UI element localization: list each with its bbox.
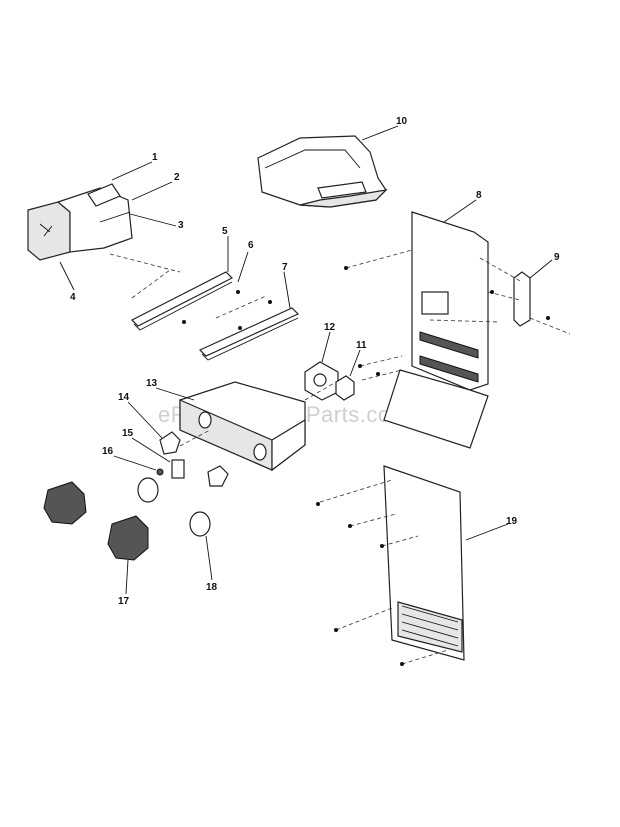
callout-19: 19 xyxy=(506,516,518,527)
callout-18: 18 xyxy=(206,582,218,593)
callout-14: 14 xyxy=(118,392,130,403)
callout-8: 8 xyxy=(476,190,482,201)
callout-12: 12 xyxy=(324,322,336,333)
part-8-back-panel xyxy=(383,211,489,449)
callout-1: 1 xyxy=(152,152,158,163)
part-5-rail xyxy=(130,271,234,331)
callout-13: 13 xyxy=(146,378,158,389)
callout-10: 10 xyxy=(396,116,408,127)
callout-2: 2 xyxy=(174,172,180,183)
part-18-bulbs xyxy=(137,465,229,537)
part-10-top-cover xyxy=(257,135,388,208)
part-19-front-panel xyxy=(383,465,465,661)
part-1-3-arm-assembly xyxy=(87,183,131,223)
callout-17: 17 xyxy=(118,596,130,607)
callout-15: 15 xyxy=(122,428,134,439)
part-7-rail xyxy=(198,307,300,361)
callout-5: 5 xyxy=(222,226,228,237)
callout-4: 4 xyxy=(70,292,76,303)
screws xyxy=(182,266,550,666)
callout-7: 7 xyxy=(282,262,288,273)
part-9-bracket xyxy=(513,271,531,327)
part-14-16-fittings xyxy=(156,431,185,479)
part-17-dispenser-pad xyxy=(43,481,149,561)
assembly-lines xyxy=(109,249,571,665)
part-12-motor xyxy=(304,361,339,401)
callout-6: 6 xyxy=(248,240,254,251)
callout-11: 11 xyxy=(356,340,367,351)
callout-16: 16 xyxy=(102,446,114,457)
part-4-ice-maker xyxy=(27,187,133,261)
callout-leaders xyxy=(59,125,553,595)
callout-9: 9 xyxy=(554,252,560,263)
callout-3: 3 xyxy=(178,220,184,231)
callout-labels: 1 2 3 4 5 6 7 8 9 10 11 12 13 14 15 16 1… xyxy=(70,116,560,607)
part-13-housing xyxy=(179,381,306,472)
part-11-bracket xyxy=(335,375,355,401)
